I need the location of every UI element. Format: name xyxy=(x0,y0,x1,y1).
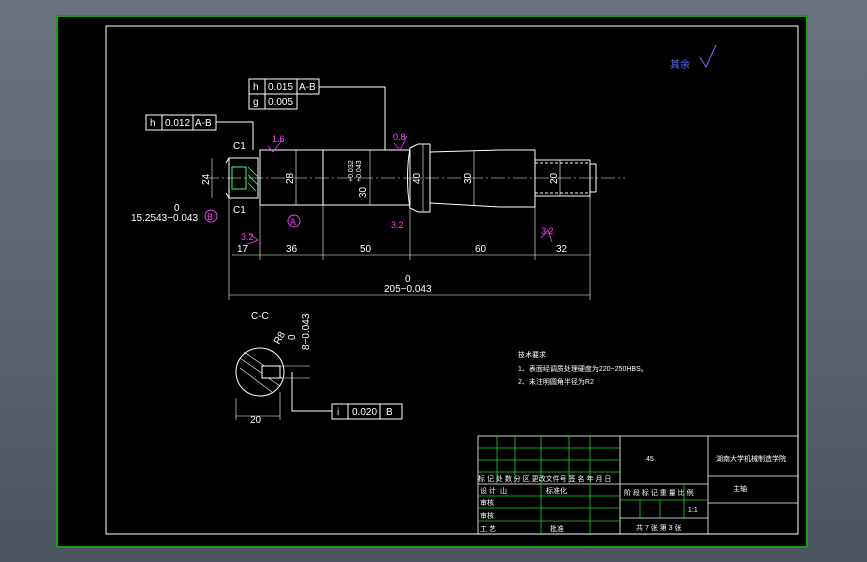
dim-l50: 50 xyxy=(360,244,372,255)
dim-d28: 28 xyxy=(285,172,296,184)
gdt-i-tol: 0.020 xyxy=(352,407,377,418)
dim-d40: 40 xyxy=(412,172,423,184)
gdt-g-top-symbol: g xyxy=(253,97,259,108)
dim-d30a-tol-top: +0.032 xyxy=(348,160,355,182)
left-dim-upper: 0 xyxy=(174,203,180,214)
tb-designer-label: 设 计 xyxy=(480,486,496,495)
diameter-dim-lines xyxy=(211,144,561,212)
datum-a-circle xyxy=(287,214,301,228)
tech-title: 技术要求 xyxy=(518,350,546,359)
dim-d30a-tol-bot: +0.043 xyxy=(356,160,363,182)
tb-part-name: 主轴 xyxy=(733,484,747,493)
roughness-3: 3.2 xyxy=(241,232,254,242)
shaft-outline xyxy=(225,143,597,213)
overall-lower: 205−0.043 xyxy=(384,284,432,295)
section-key-upper: 0 xyxy=(287,334,298,340)
roughness-1-symbol xyxy=(267,139,283,153)
dim-d20: 20 xyxy=(549,172,560,184)
chamfer-bottom: C1 xyxy=(233,205,246,216)
datum-a: A xyxy=(290,217,296,227)
tb-sheet-info: 共 7 张 第 3 张 xyxy=(636,523,682,532)
left-bore xyxy=(231,166,247,190)
tb-org: 湖南大学机械制造学院 xyxy=(716,454,786,463)
dim-l60: 60 xyxy=(475,244,487,255)
dim-l36: 36 xyxy=(286,244,298,255)
gdt-h-top-tol: 0.015 xyxy=(268,82,293,93)
tb-approve-label: 批准 xyxy=(550,524,564,533)
surface-finish-note: 其余 xyxy=(670,58,690,71)
section-circle xyxy=(235,347,285,397)
dim-l17: 17 xyxy=(237,244,249,255)
section-width: 20 xyxy=(250,415,262,426)
gdt-h-left-datum: A-B xyxy=(195,118,212,129)
gdt-h-left-symbol: h xyxy=(150,118,156,129)
gdt-i-symbol: i xyxy=(337,407,339,418)
dim-l32: 32 xyxy=(556,244,568,255)
tb-process-label: 工 艺 xyxy=(480,525,496,533)
tb-checker-label: 审核 xyxy=(480,498,494,507)
length-dim-lines xyxy=(228,196,591,300)
overall-upper: 0 xyxy=(405,274,411,285)
tb-scale-value: 1:1 xyxy=(688,507,698,514)
gdt-h-top-symbol: h xyxy=(253,82,259,93)
gdt-h-left-tol: 0.012 xyxy=(165,118,190,129)
roughness-4: 3.2 xyxy=(391,220,404,230)
outer-border xyxy=(56,15,808,548)
roughness-1: 1.6 xyxy=(272,134,285,144)
tb-designer-value: 山 xyxy=(500,486,507,495)
roughness-5-symbol xyxy=(540,229,553,243)
datum-b: B xyxy=(207,212,213,222)
dim-d24: 24 xyxy=(201,173,212,185)
left-dim-lower: 15.2543−0.043 xyxy=(131,213,198,224)
keyway xyxy=(261,365,281,379)
tb-material: 45 xyxy=(646,456,654,463)
gdt-g-top-tol: 0.005 xyxy=(268,97,293,108)
section-title: C-C xyxy=(251,311,269,322)
surface-finish-symbol xyxy=(699,44,717,69)
tb-stage-labels: 阶 段 标 记 重 量 比 例 xyxy=(624,488,694,497)
chamfer-top: C1 xyxy=(233,141,246,152)
section-key-lower: 8−0.043 xyxy=(301,313,312,350)
title-block-grid xyxy=(477,435,799,535)
tb-review-label: 审核 xyxy=(480,511,494,520)
hatch-left xyxy=(247,166,259,192)
tb-standardize-label: 标准化 xyxy=(546,486,567,495)
roughness-2-symbol xyxy=(393,135,408,151)
roughness-3-symbol xyxy=(247,233,259,245)
roughness-2: 0.8 xyxy=(393,132,406,142)
drawing-sheet xyxy=(56,15,808,548)
gdt-h-top-datum: A-B xyxy=(299,82,316,93)
tech-item-1: 1、表面经调质处理硬度为220~250HBS。 xyxy=(518,364,648,373)
inner-frame xyxy=(105,25,799,535)
gdt-frames xyxy=(145,78,403,420)
tb-col-labels: 标 记 处 数 分 区 更改文件号 签 名 年 月 日 xyxy=(478,474,611,483)
tech-item-2: 2、未注明圆角半径为R2 xyxy=(518,377,594,386)
gdt-i-datum: B xyxy=(386,407,393,418)
datum-b-circle xyxy=(204,209,218,223)
dim-d30a: 30 xyxy=(358,186,369,198)
dim-d30b: 30 xyxy=(463,172,474,184)
